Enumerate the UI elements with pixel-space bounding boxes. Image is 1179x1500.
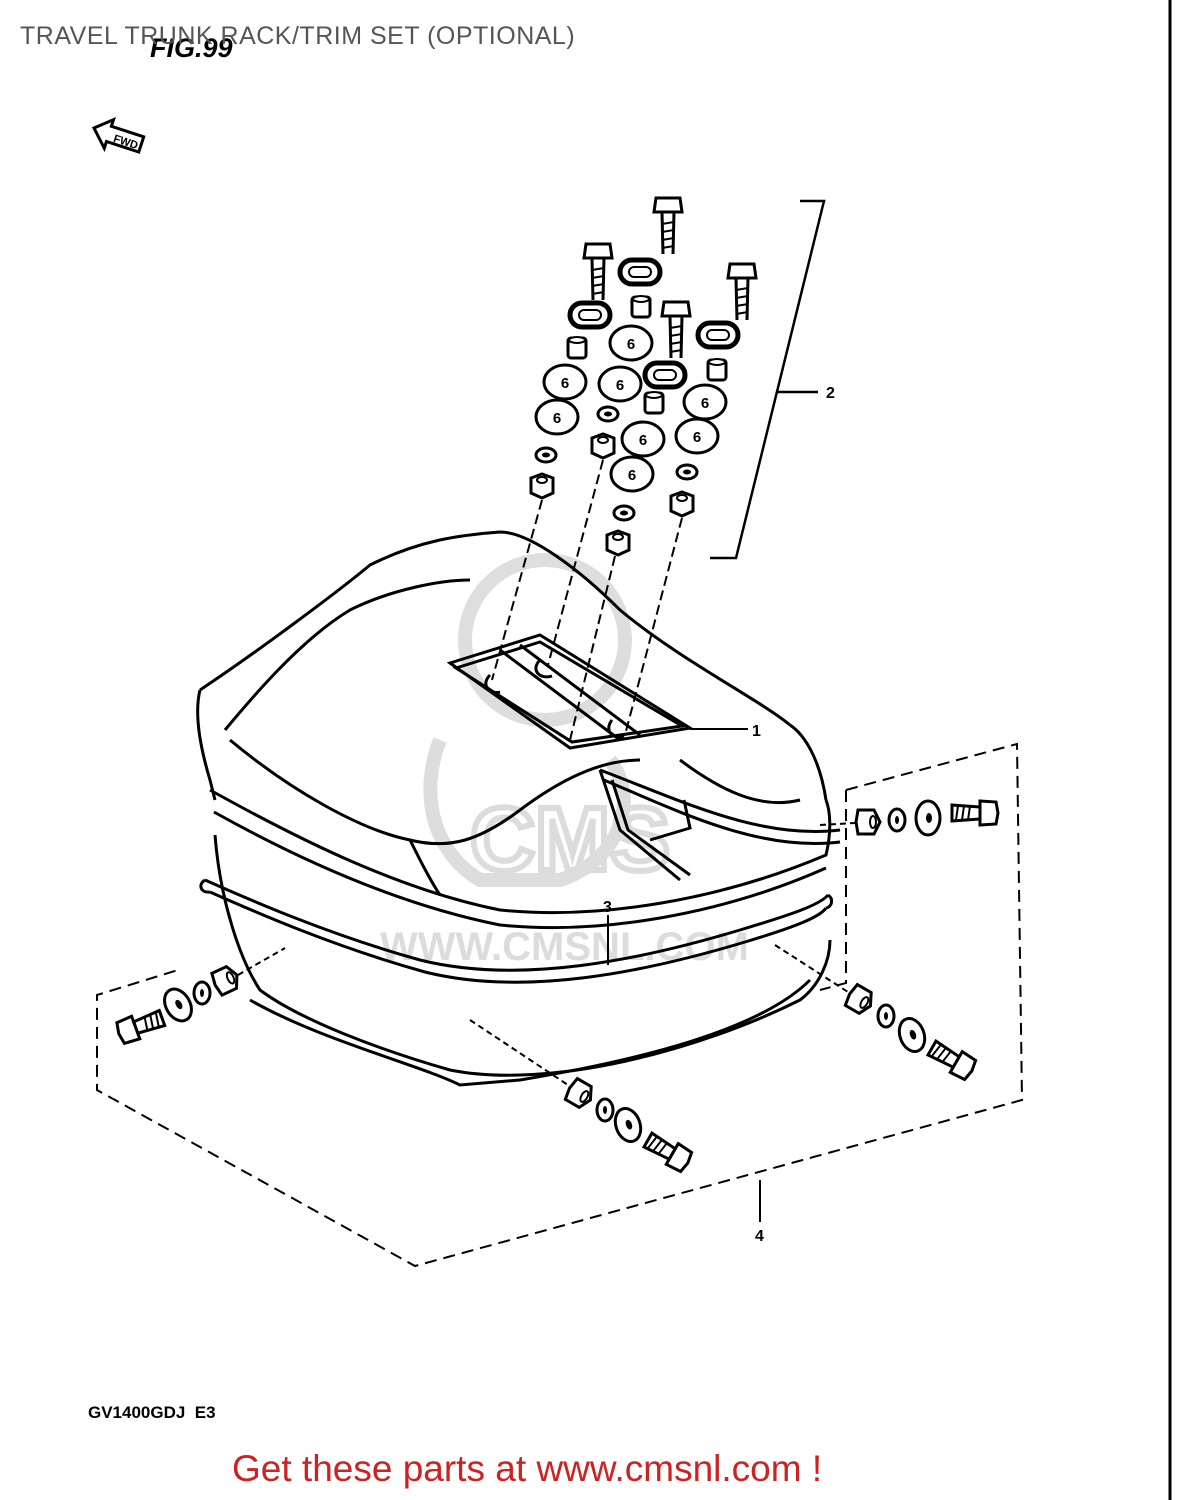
callout-1: 1 [752,723,761,740]
travel-trunk [196,530,832,1087]
trim-rail [199,768,841,984]
callout-2: 2 [826,385,835,402]
figure-number: FIG.99 [150,33,233,63]
callout-4: 4 [755,1228,764,1245]
side-hardware-right-top [819,799,1000,837]
callout-leaders [607,728,761,1222]
side-hardware-left [113,947,286,1047]
page-title: TRAVEL TRUNK RACK/TRIM SET (OPTIONAL) [20,22,576,50]
watermark: CMS WWW.CMSNL.COM [380,553,749,969]
hardware-kit-bracket [710,199,826,560]
watermark-url: WWW.CMSNL.COM [380,925,749,969]
model-code: GV1400GDJ E3 [88,1403,216,1422]
side-hardware-right-bottom [774,944,980,1083]
watermark-cms: CMS [470,790,670,890]
forward-arrow-icon: FWD [91,116,146,154]
side-hardware-bottom [469,1019,696,1175]
callout-3: 3 [603,899,612,916]
footer-cta-link[interactable]: Get these parts at www.cmsnl.com ! [232,1448,823,1489]
hardware-kit [491,196,758,741]
trim-set-outline [96,742,1024,1268]
